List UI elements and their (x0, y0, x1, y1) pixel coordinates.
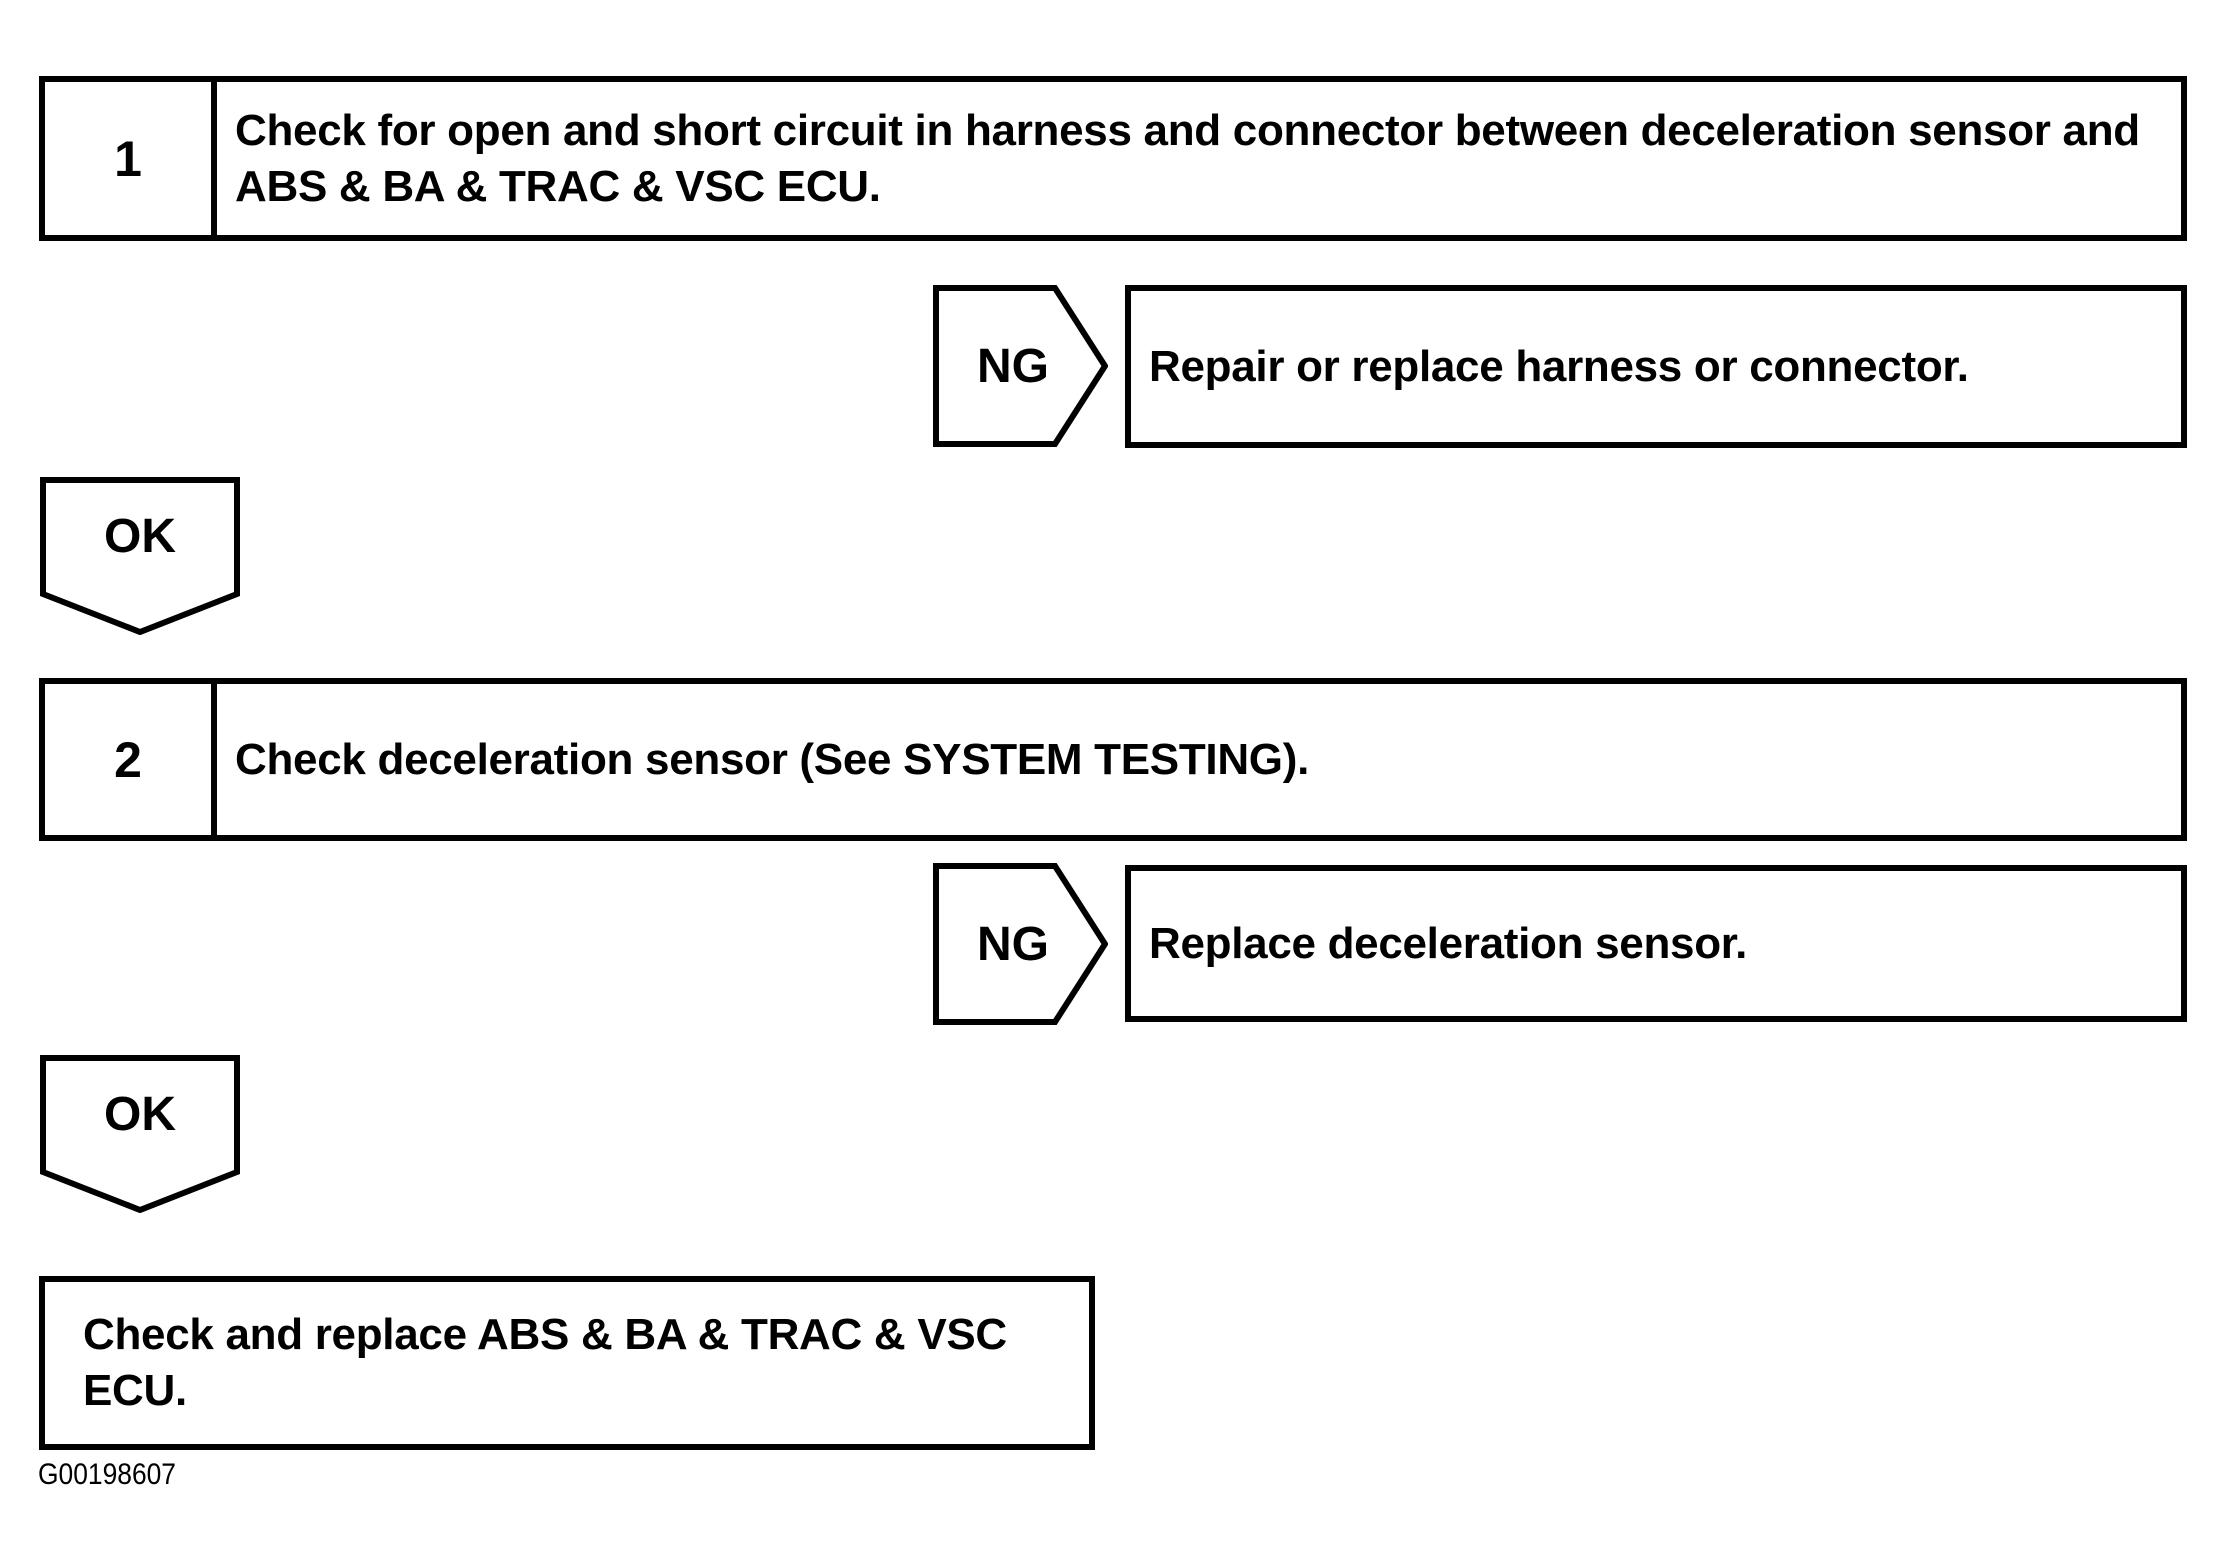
step-number: 1 (114, 130, 142, 187)
ng-result-2-box: Replace deceleration sensor. (1125, 865, 2187, 1022)
final-action-text: Check and replace ABS & BA & TRAC & VSC … (83, 1310, 1007, 1415)
step-instruction-text: Check deceleration sensor (See SYSTEM TE… (235, 734, 1309, 784)
step-instruction-text: Check for open and short circuit in harn… (235, 105, 2140, 211)
ng-label: NG (977, 339, 1049, 393)
step-number-cell: 2 (45, 684, 217, 835)
step-instruction: Check deceleration sensor (See SYSTEM TE… (217, 684, 2181, 835)
final-action-box: Check and replace ABS & BA & TRAC & VSC … (39, 1276, 1095, 1450)
ng-result-text: Repair or replace harness or connector. (1149, 341, 1969, 391)
step-instruction: Check for open and short circuit in harn… (217, 82, 2181, 235)
ng-arrow-icon (933, 863, 1108, 1025)
ok-arrow-2: OK (40, 1055, 240, 1213)
ng-arrow-icon (933, 285, 1108, 447)
ok-arrow-1: OK (40, 477, 240, 635)
ok-arrow-icon (40, 477, 240, 635)
step-1-box: 1 Check for open and short circuit in ha… (39, 76, 2187, 241)
ng-branch-2: NG (933, 863, 1108, 1025)
figure-id-label: G00198607 (38, 1458, 176, 1491)
ok-arrow-icon (40, 1055, 240, 1213)
ok-label: OK (104, 509, 176, 563)
ng-result-text: Replace deceleration sensor. (1149, 918, 1748, 968)
ng-result-1-box: Repair or replace harness or connector. (1125, 285, 2187, 448)
ng-branch-1: NG (933, 285, 1108, 447)
ok-label: OK (104, 1087, 176, 1141)
ng-label: NG (977, 917, 1049, 971)
step-number: 2 (114, 731, 142, 788)
step-2-box: 2 Check deceleration sensor (See SYSTEM … (39, 678, 2187, 841)
step-number-cell: 1 (45, 82, 217, 235)
